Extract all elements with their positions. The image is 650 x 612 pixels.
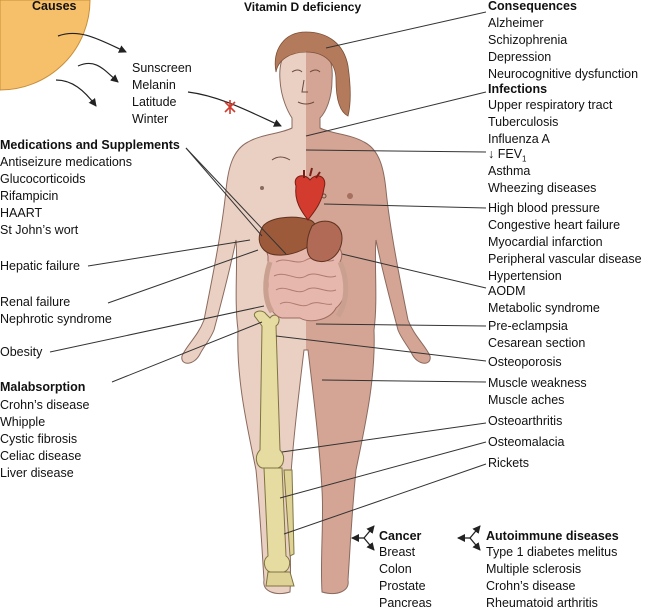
osteomalacia-label: Osteomalacia — [488, 435, 565, 449]
leader-lines — [49, 11, 487, 535]
malabsorption-list: Crohn’s disease Whipple Cystic fibrosis … — [0, 398, 90, 480]
page-title: Vitamin D deficiency — [244, 0, 362, 14]
medications-heading: Medications and Supplements — [0, 138, 180, 152]
liver — [258, 216, 317, 256]
osteoarthritis-label: Osteoarthritis — [488, 414, 563, 428]
cardio-consequences: High blood pressure Congestive heart fai… — [488, 201, 642, 283]
metabolic-consequences: AODM Metabolic syndrome — [488, 284, 600, 315]
medications-list: Antiseizure medications Glucocorticoids … — [0, 155, 133, 237]
respiratory-list: Asthma Wheezing diseases — [488, 164, 597, 195]
blocked-ray-icon — [224, 100, 236, 114]
leg-bones — [253, 310, 295, 587]
rickets-label: Rickets — [488, 456, 529, 470]
consequences-heading: Consequences — [488, 0, 577, 13]
environmental-causes: Sunscreen Melanin Latitude Winter — [132, 61, 192, 126]
infections-list: Upper respiratory tract Tuberculosis Inf… — [488, 98, 613, 146]
heart — [294, 167, 326, 221]
down-arrow-icon: ↓ — [488, 147, 495, 161]
infections-heading: Infections — [488, 82, 548, 96]
obesity-label: Obesity — [0, 345, 43, 359]
malabsorption-heading: Malabsorption — [0, 380, 86, 394]
muscle-consequences: Muscle weakness Muscle aches — [488, 376, 587, 407]
pregnancy-consequences: Pre-eclampsia Cesarean section — [488, 319, 586, 350]
fev1-label: ↓ FEV1 — [488, 147, 527, 164]
neuro-consequences: Alzheimer Schizophrenia Depression Neuro… — [488, 16, 639, 81]
sun-icon — [0, 0, 91, 91]
cancer-list: Breast Colon Prostate Pancreas — [379, 545, 432, 610]
cancer-heading: Cancer — [379, 529, 422, 543]
autoimmune-heading: Autoimmune diseases — [486, 529, 619, 543]
double-arrow-icon — [351, 525, 481, 551]
renal-causes: Renal failure Nephrotic syndrome — [0, 295, 112, 326]
stomach — [306, 220, 343, 262]
autoimmune-list: Type 1 diabetes melitus Multiple scleros… — [486, 545, 618, 610]
sun-rays — [55, 32, 282, 127]
causes-heading: Causes — [32, 0, 77, 13]
hepatic-failure-label: Hepatic failure — [0, 259, 80, 273]
osteoporosis-label: Osteoporosis — [488, 355, 562, 369]
